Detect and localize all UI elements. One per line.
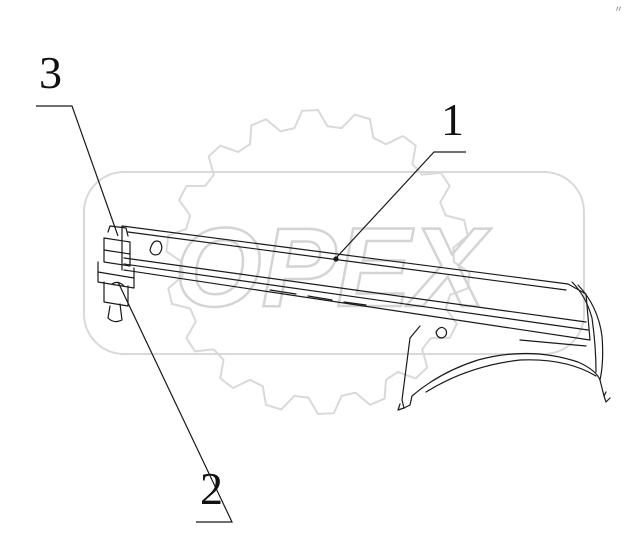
callout-label-3: 3 [39,47,62,98]
leader-line-3 [36,105,119,237]
part-assembly [97,225,611,411]
bolt-assembly [97,225,135,323]
callout-label-2: 2 [200,463,223,514]
callout-label-1: 1 [441,94,464,145]
leader-line-1 [335,151,466,259]
corner-mark: 〃 [614,5,623,15]
gear-outline [165,108,471,416]
leader-dot-1 [333,256,339,262]
opex-watermark-logo [83,108,585,416]
long-bar [121,225,591,347]
leader-lines [36,105,466,523]
watermark-plate [83,171,585,355]
leader-line-2 [117,281,233,523]
